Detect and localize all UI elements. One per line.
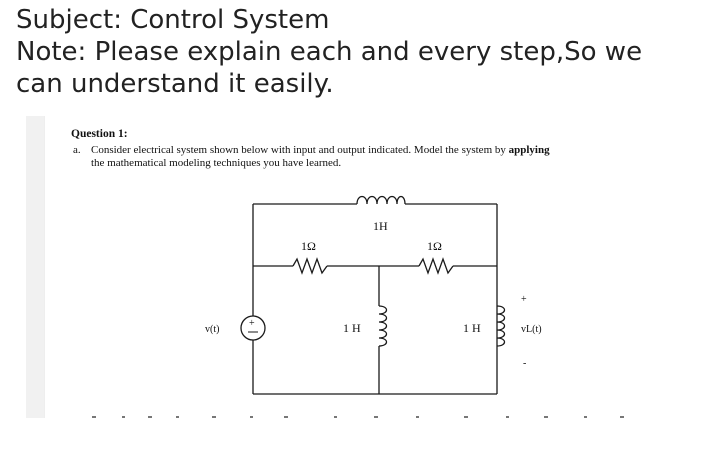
right-resistor-zigzag <box>418 257 454 275</box>
output-plus-sign: + <box>521 294 527 305</box>
circuit-diagram: + 1H 1Ω 1Ω v(t) 1 H 1 H vL(t) + - <box>205 195 542 395</box>
middle-inductor-coil <box>378 305 388 347</box>
question-item-a: a. Consider electrical system shown belo… <box>73 144 651 170</box>
item-marker: a. <box>73 144 81 156</box>
note-line-continued: can understand it easily. <box>16 69 334 99</box>
right-inductor-coil <box>496 305 506 347</box>
question-image: Question 1: a. Consider electrical syste… <box>44 116 705 418</box>
question-text-part1: Consider electrical system shown below w… <box>91 144 509 156</box>
left-resistor-zigzag <box>292 257 328 275</box>
output-minus-sign: - <box>523 358 526 369</box>
top-inductor-label: 1H <box>373 219 388 233</box>
output-label: vL(t) <box>521 324 542 335</box>
post-header: Subject: Control System Note: Please exp… <box>16 4 712 100</box>
voltage-source-icon <box>240 315 266 341</box>
question-text-part2: the mathematical modeling techniques you… <box>91 157 342 169</box>
source-label: v(t) <box>205 324 219 335</box>
question-text-bold: applying <box>508 144 550 156</box>
left-resistor-label: 1Ω <box>301 239 316 253</box>
scan-edge-left <box>26 116 44 418</box>
right-resistor-label: 1Ω <box>427 239 442 253</box>
question-text: Consider electrical system shown below w… <box>91 144 550 169</box>
subject-line: Subject: Control System <box>16 5 330 35</box>
note-line: Note: Please explain each and every step… <box>16 37 643 67</box>
cropped-text-remnant <box>92 416 624 418</box>
source-plus-sign: + <box>249 318 255 329</box>
question-title: Question 1: <box>71 128 128 140</box>
right-inductor-label: 1 H <box>463 321 481 335</box>
top-inductor-coil <box>356 195 406 205</box>
middle-inductor-label: 1 H <box>343 321 361 335</box>
